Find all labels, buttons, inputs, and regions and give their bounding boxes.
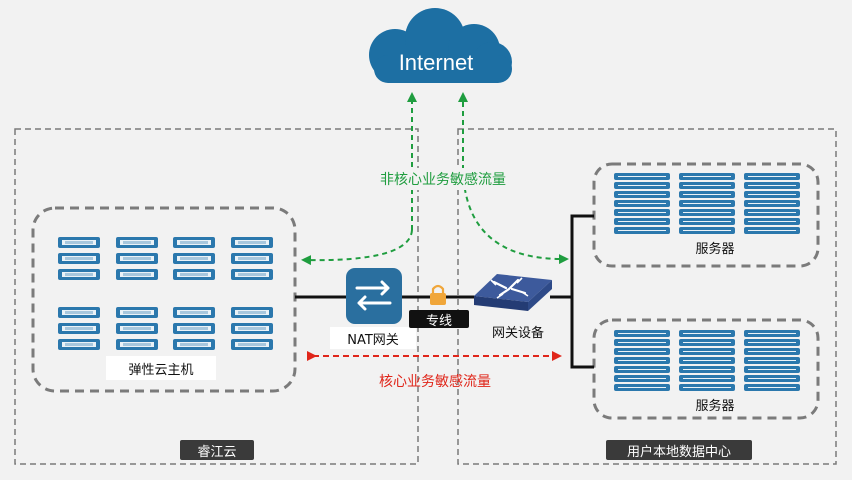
server-group-top-label: 服务器 — [695, 241, 735, 257]
lock-icon — [430, 284, 446, 305]
server-rack-icon — [679, 330, 735, 391]
gateway-switch-icon — [474, 274, 552, 311]
server-rack-icon — [679, 173, 735, 234]
core-flow-label: 核心业务敏感流量 — [379, 374, 491, 390]
elastic-group-label: 弹性云主机 — [106, 356, 216, 380]
server-icon — [231, 237, 273, 280]
server-racks-bottom — [614, 330, 800, 391]
bracket-line — [570, 214, 594, 369]
server-rack-icon — [614, 330, 670, 391]
nat-gateway-icon — [346, 268, 402, 324]
server-icon — [231, 307, 273, 350]
server-rack-icon — [744, 330, 800, 391]
non-core-flow-label: 非核心业务敏感流量 — [360, 168, 526, 190]
server-icon — [116, 237, 158, 280]
elastic-servers — [58, 237, 273, 350]
gateway-device-label: 网关设备 — [491, 325, 544, 341]
server-rack-icon — [744, 173, 800, 234]
server-icon — [58, 237, 100, 280]
server-icon — [58, 307, 100, 350]
server-icon — [116, 307, 158, 350]
server-icon — [173, 237, 215, 280]
internet-label: Internet — [399, 50, 474, 75]
server-group-bottom-label: 服务器 — [695, 398, 735, 414]
internet-cloud: Internet — [369, 8, 512, 83]
green-arrow-right — [462, 169, 569, 265]
server-icon — [173, 307, 215, 350]
green-arrow-left — [301, 229, 413, 266]
right-zone — [457, 128, 837, 465]
nat-gateway-label: NAT网关 — [330, 327, 416, 349]
left-zone-label: 睿江云 — [180, 440, 254, 460]
dedicated-line-label: 专线 — [409, 310, 469, 329]
server-racks-top — [614, 173, 800, 234]
server-rack-icon — [614, 173, 670, 234]
right-zone-label: 用户本地数据中心 — [606, 440, 752, 460]
